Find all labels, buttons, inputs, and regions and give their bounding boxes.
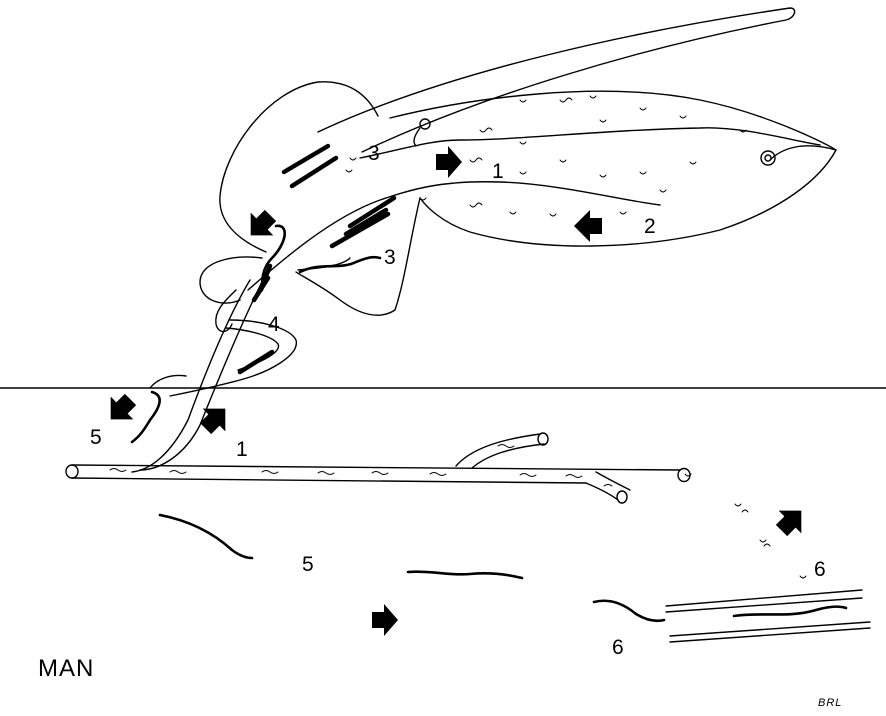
stage-label-6-lower: 6 (612, 636, 624, 659)
larvae-tissue (160, 515, 664, 621)
blood-vessel (66, 433, 690, 503)
stage-label-2: 2 (644, 215, 656, 238)
arrow-down-left-skin (99, 388, 141, 430)
stage-label-3-abdomen: 3 (384, 246, 396, 269)
stage-label-5-skin: 5 (90, 426, 102, 449)
arrow-right-tissue (372, 604, 398, 636)
larvae-proboscis (240, 226, 380, 372)
arrow-up-right-vessel (194, 397, 236, 439)
mosquito-wing (318, 8, 795, 152)
stage-label-1-midgut: 1 (492, 160, 504, 183)
arrow-left-abdomen (574, 210, 602, 242)
mosquito-proboscis (132, 280, 250, 472)
stage-label-4: 4 (268, 313, 280, 336)
stage-label-5-tissue: 5 (302, 553, 314, 576)
stage-label-6-upper: 6 (814, 558, 826, 581)
mosquito-gut (360, 128, 820, 158)
artist-signature: BRL (818, 697, 842, 709)
larvae-thorax (254, 146, 394, 300)
arrow-right-midgut (436, 146, 462, 178)
stage-label-3-thorax: 3 (368, 142, 380, 165)
host-label: MAN (38, 655, 94, 682)
larva-entering-skin (132, 392, 160, 442)
arrow-up-left-tissue (770, 499, 812, 541)
mosquito-head (200, 257, 262, 303)
stage-label-1-skin: 1 (236, 438, 248, 461)
mosquito (132, 8, 836, 472)
mosquito-abdomen (390, 91, 836, 246)
direction-arrows (99, 146, 812, 636)
lymphatic-vessel (666, 590, 870, 642)
